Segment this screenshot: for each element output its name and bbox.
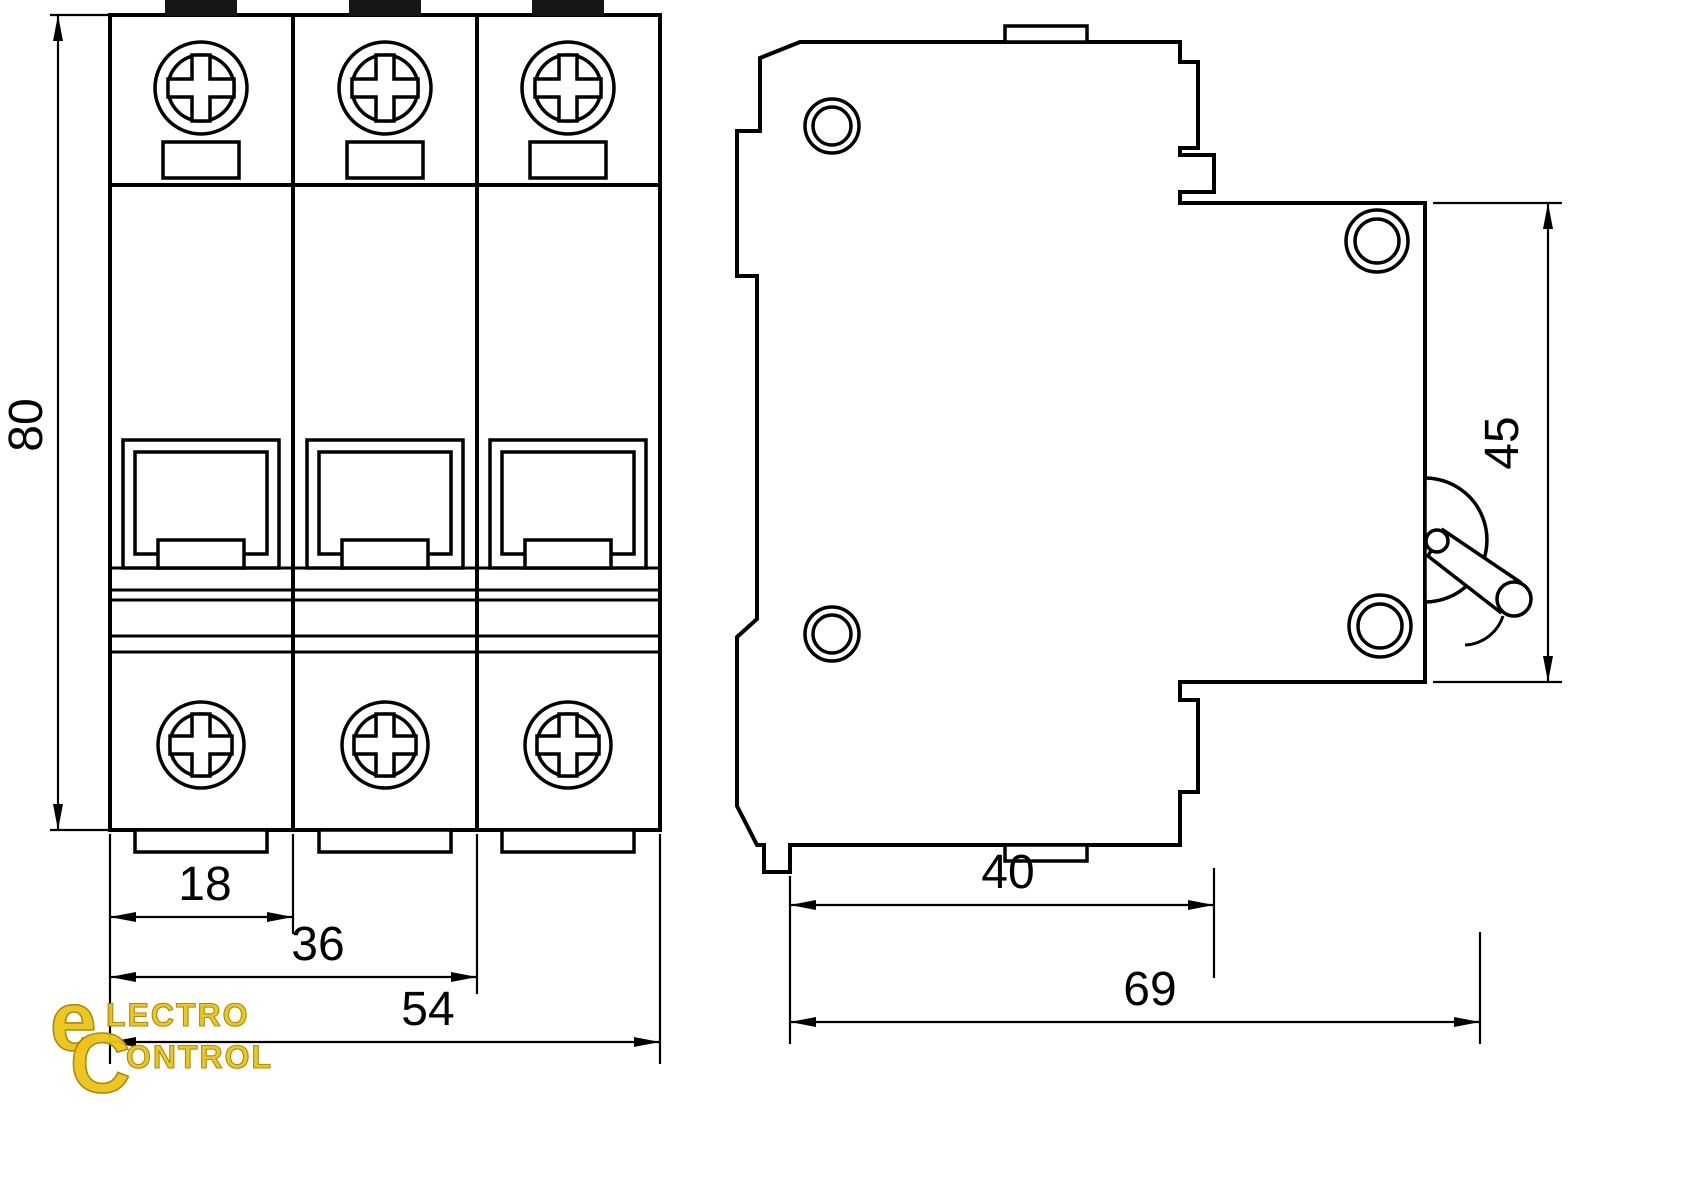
rivet-hole-bottom-right [1347,593,1413,659]
dim-label-36: 36 [291,918,344,971]
dim-height-80: 80 [0,13,110,832]
toggle-lever-side [1423,476,1533,647]
dim-label-45: 45 [1476,416,1529,469]
lever-knob [1495,580,1533,618]
watermark-big-c: C [70,1016,131,1110]
watermark-big-e: e [50,974,97,1068]
dim-height-45: 45 [1433,201,1562,684]
rivet-hole-bottom-left [803,605,861,663]
lever-pivot [1424,528,1450,554]
dim-width-54: 54 [110,983,660,1047]
dim-label-54: 54 [401,983,454,1036]
bottom-mount-tab [1003,843,1089,863]
dim-depth-40: 40 [788,846,1216,1044]
lever-motion-arc [1464,615,1505,647]
dim-label-40: 40 [981,846,1034,899]
rivet-hole-top-left [803,97,861,155]
dim-label-18: 18 [178,858,231,911]
side-view [735,24,1533,874]
watermark-text-ontrol: ONTROL [126,1039,273,1075]
dim-width-36: 36 [110,918,477,982]
watermark-text-lectro: LECTRO [106,997,250,1033]
dim-depth-69: 69 [790,932,1482,1044]
top-mount-tab [1003,24,1089,44]
dim-label-80: 80 [0,398,53,451]
side-body-outline [735,40,1427,874]
front-view [108,0,662,852]
watermark-logo: e LECTRO C ONTROL [49,973,273,1111]
rivet-hole-top-right [1344,208,1410,274]
dim-width-18: 18 [110,858,293,922]
dim-label-69: 69 [1123,963,1176,1016]
